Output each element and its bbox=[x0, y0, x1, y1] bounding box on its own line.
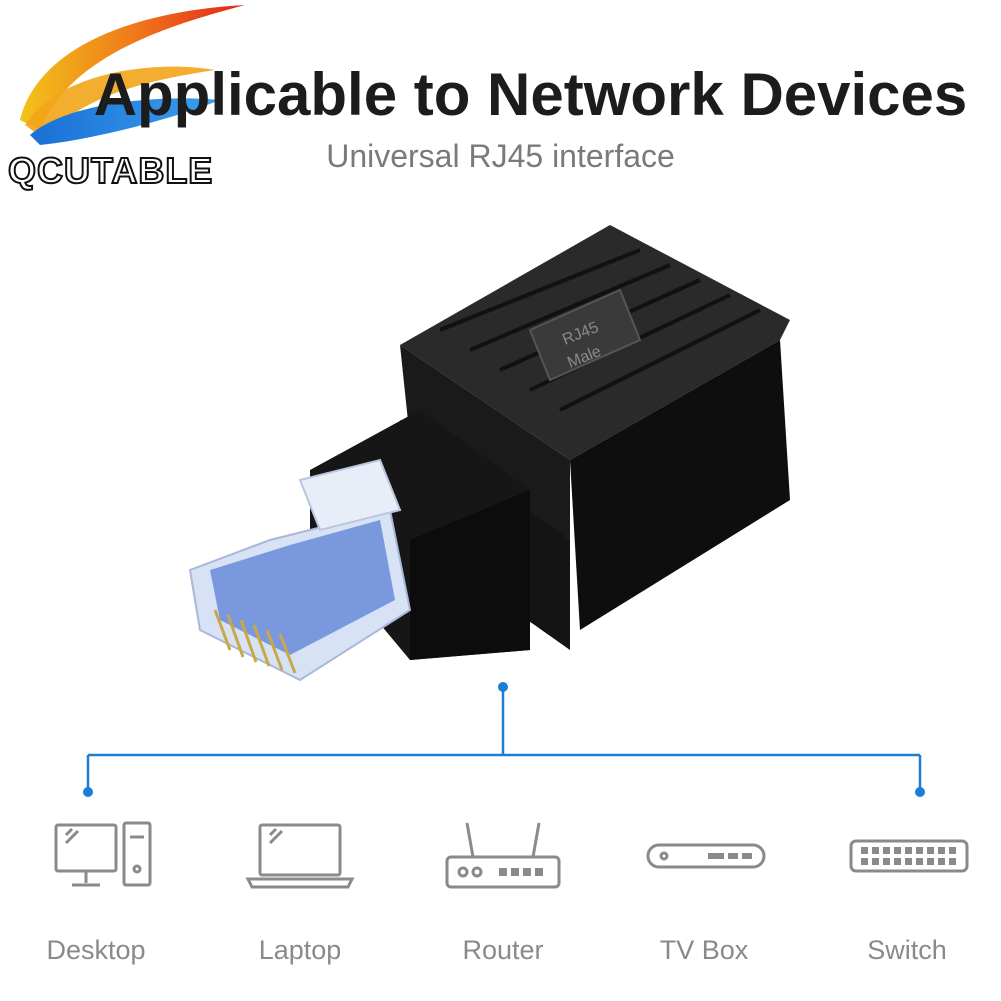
device-label-laptop: Laptop bbox=[258, 935, 342, 965]
device-switch: Switch bbox=[817, 815, 997, 966]
switch-icon bbox=[849, 839, 969, 873]
desktop-icon bbox=[54, 821, 152, 887]
device-label-router: Router bbox=[462, 935, 544, 965]
device-label-tv-box: TV Box bbox=[659, 935, 749, 965]
router-icon bbox=[445, 822, 561, 889]
laptop-icon bbox=[245, 823, 355, 889]
brand-logo bbox=[0, 0, 260, 200]
tv-box-icon bbox=[646, 843, 766, 869]
device-desktop: Desktop bbox=[6, 815, 186, 966]
brand-logo-text: QCUTABLE bbox=[7, 149, 214, 192]
device-label-switch: Switch bbox=[867, 935, 947, 965]
rj45-adapter-image: RJ45 Male bbox=[170, 210, 830, 710]
device-label-desktop: Desktop bbox=[46, 935, 146, 965]
logo-swoosh-icon bbox=[20, 5, 245, 145]
page-title: Applicable to Network Devices bbox=[93, 61, 968, 128]
device-laptop: Laptop bbox=[210, 815, 390, 966]
page-subtitle: Universal RJ45 interface bbox=[326, 138, 675, 174]
device-connector-lines bbox=[0, 680, 1001, 810]
device-tv-box: TV Box bbox=[614, 815, 794, 966]
device-router: Router bbox=[413, 815, 593, 966]
